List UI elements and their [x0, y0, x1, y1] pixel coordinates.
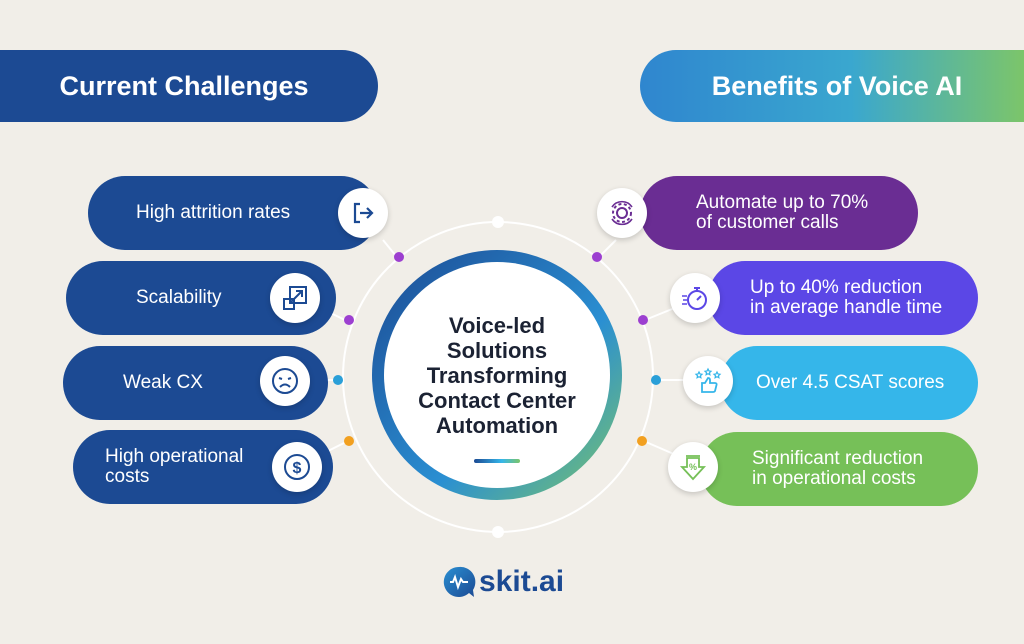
benefit-pill-2: Up to 40% reduction in average handle ti… [708, 261, 978, 335]
benefit-label-2: Up to 40% reduction in average handle ti… [750, 277, 943, 318]
cost-down-icon: % [668, 442, 718, 492]
dot-right-4 [637, 436, 647, 446]
sad-face-icon [260, 356, 310, 406]
arc-node-top [492, 216, 504, 228]
dot-left-2 [344, 315, 354, 325]
dot-left-1 [394, 252, 404, 262]
benefit-pill-1: Automate up to 70% of customer calls [640, 176, 918, 250]
svg-text:$: $ [293, 460, 302, 477]
challenge-pill-1: High attrition rates [88, 176, 378, 250]
dot-right-1 [592, 252, 602, 262]
challenge-label-2: Scalability [136, 287, 222, 308]
skit-logo-mark-icon [443, 566, 476, 597]
thumbs-up-stars-icon [683, 356, 733, 406]
center-disc [384, 262, 610, 488]
benefit-pill-4: Significant reduction in operational cos… [700, 432, 978, 506]
center-title-line: Contact Center [418, 388, 576, 413]
stopwatch-icon [670, 273, 720, 323]
benefits-header: Benefits of Voice AI [640, 50, 1024, 122]
skit-ai-logo: skit.ai [441, 564, 564, 600]
benefit-label-4: Significant reduction in operational cos… [752, 448, 924, 489]
dollar-coin-icon: $ [272, 442, 322, 492]
dot-right-3 [651, 375, 661, 385]
dot-left-3 [333, 375, 343, 385]
benefit-label-3: Over 4.5 CSAT scores [756, 372, 945, 393]
benefit-pill-3: Over 4.5 CSAT scores [720, 346, 978, 420]
challenge-label-1: High attrition rates [136, 202, 291, 223]
skit-ai-wordmark: skit.ai [479, 565, 565, 598]
current-challenges-header: Current Challenges [0, 50, 378, 122]
svg-text:%: % [689, 462, 697, 472]
challenge-label-3: Weak CX [123, 372, 203, 393]
gear-cycle-icon [597, 188, 647, 238]
dot-right-2 [638, 315, 648, 325]
center-underline [474, 459, 520, 463]
benefits-title: Benefits of Voice AI [711, 70, 963, 101]
arc-node-bottom [492, 526, 504, 538]
exit-icon [338, 188, 388, 238]
center-title-line: Solutions [446, 338, 548, 363]
benefit-label-1: Automate up to 70% of customer calls [696, 192, 869, 233]
dot-left-4 [344, 436, 354, 446]
resize-icon [270, 273, 320, 323]
challenge-label-4: High operational costs [105, 446, 244, 487]
center-title-line: Automation [435, 413, 559, 438]
current-challenges-title: Current Challenges [59, 70, 309, 101]
center-title-line: Voice-led [448, 313, 546, 338]
center-title-line: Transforming [426, 363, 568, 388]
